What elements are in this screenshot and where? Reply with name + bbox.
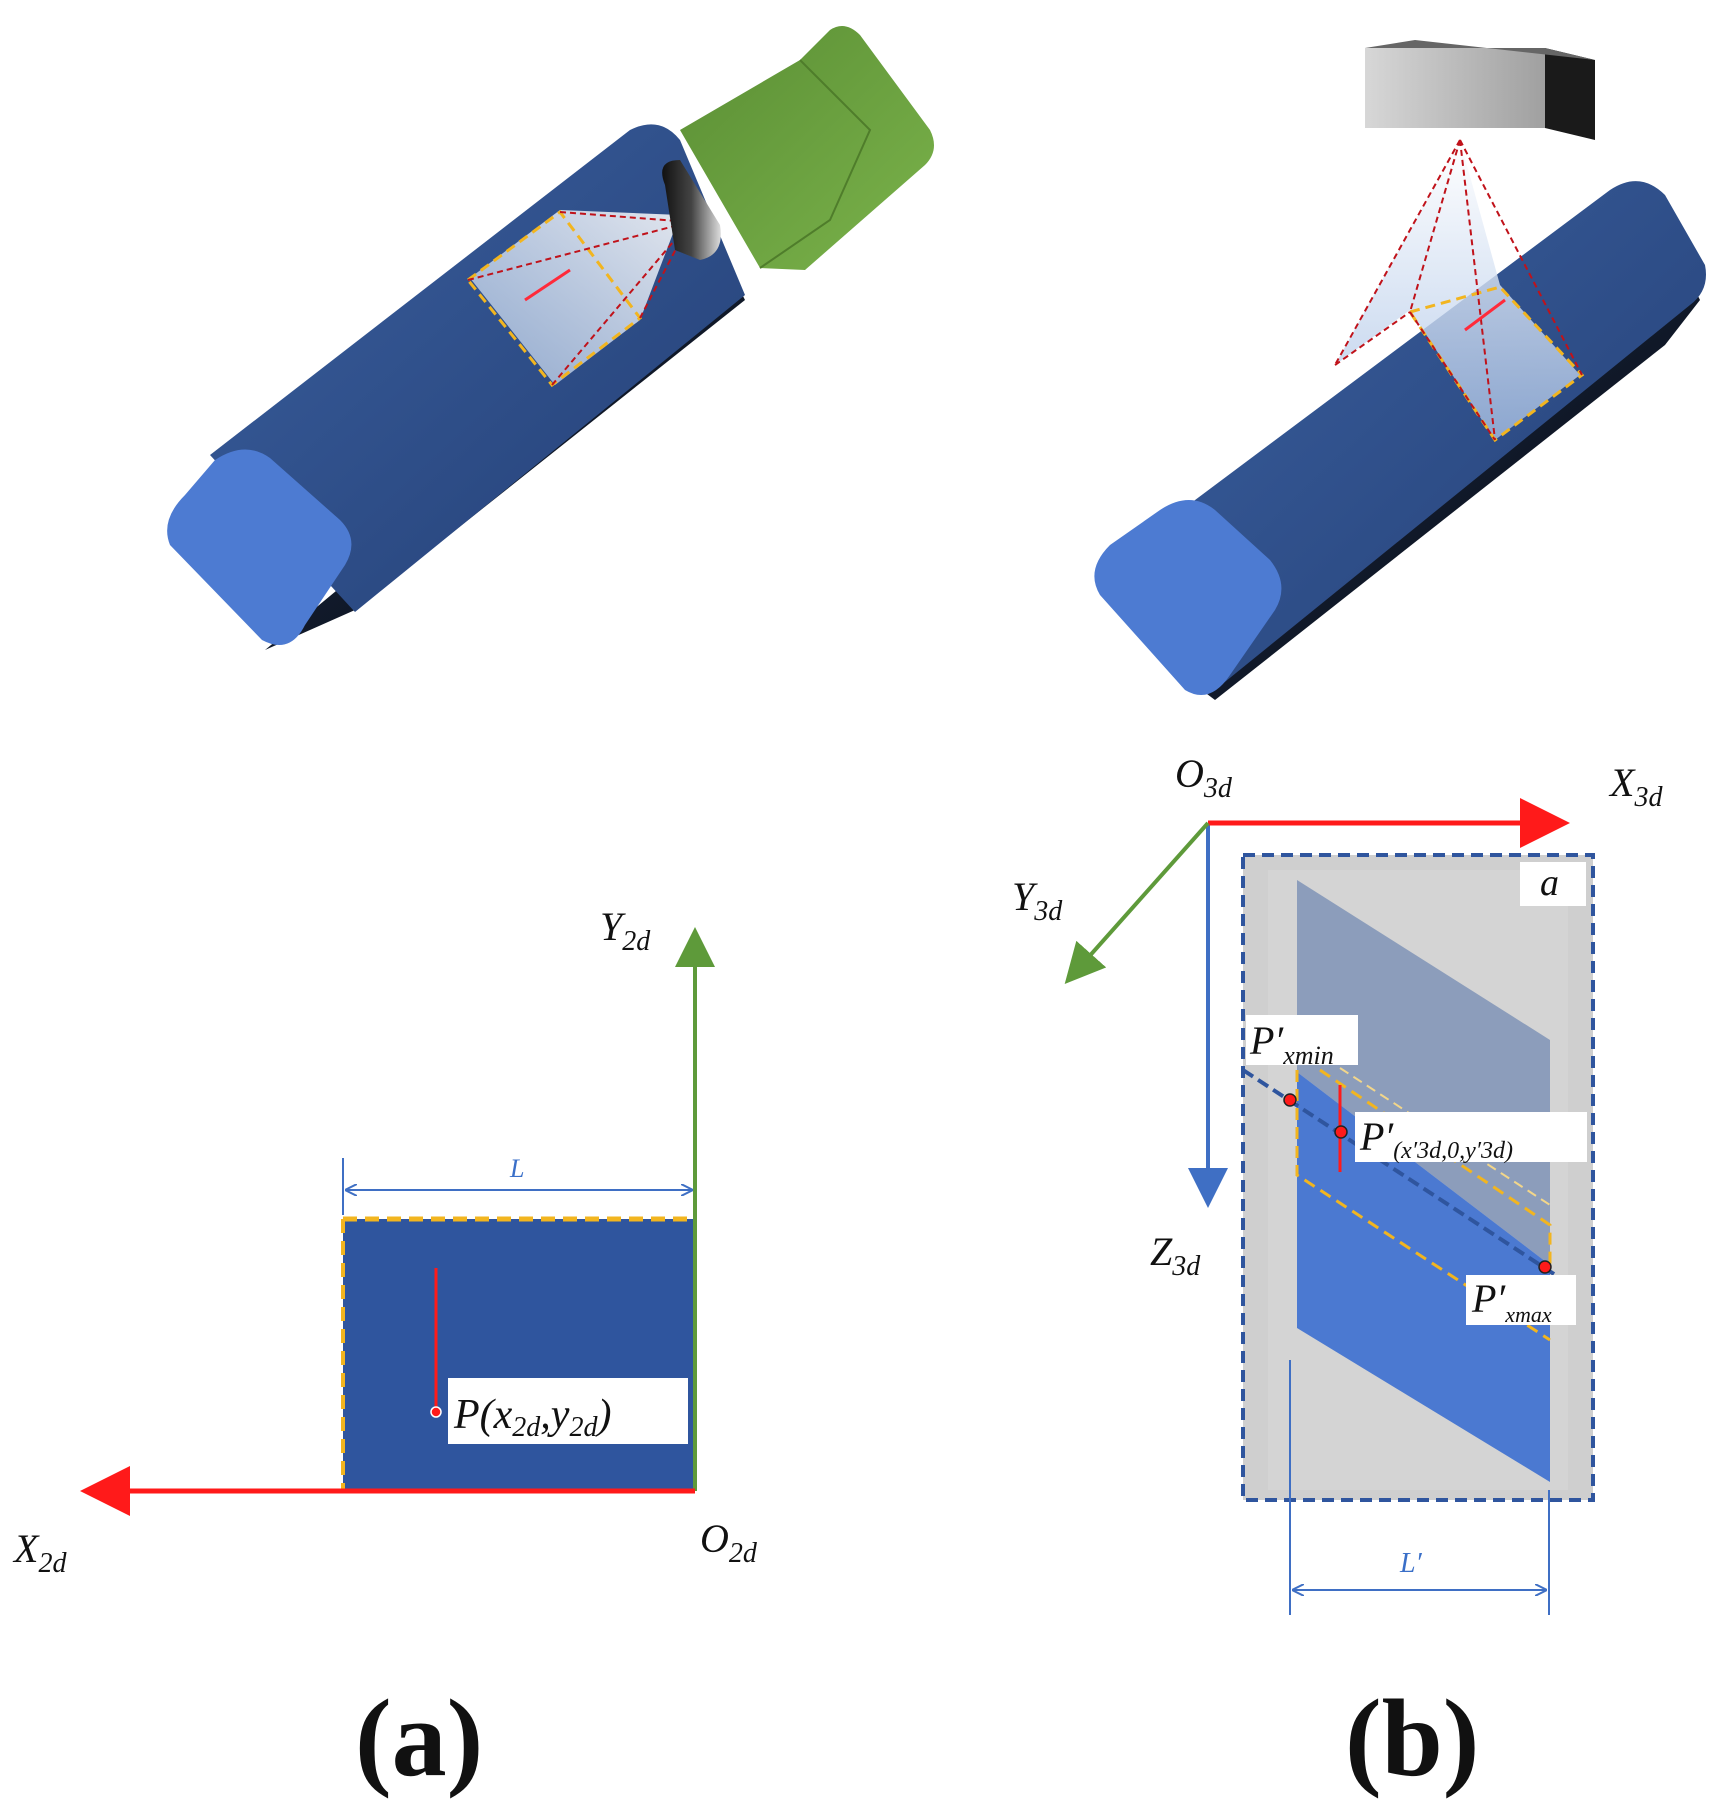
z3d-axis-label: Z3d (1150, 1229, 1201, 1282)
bar-surface-upper (1297, 880, 1550, 1265)
point-pxmax (1538, 1260, 1552, 1274)
plane-a-label: a (1540, 862, 1559, 904)
sensor-beam (1335, 140, 1580, 440)
point-pxmin (1283, 1093, 1297, 1107)
o3d-origin-label: O3d (1175, 751, 1233, 804)
y3d-axis (1064, 821, 1210, 984)
y3d-axis-label: Y3d (1012, 874, 1063, 927)
camera-beam (470, 210, 680, 385)
point-p-3d (1334, 1125, 1348, 1139)
caption-b: (b) (1345, 1677, 1479, 1799)
bar-cross-section-2d (343, 1219, 695, 1491)
point-label-box-2d (448, 1378, 688, 1444)
panel-b-diagram: P′xmin P′(x′3d,0,y′3d) P′xmax a L′ O3d X… (1012, 751, 1663, 1615)
bar-top-face-3d (1175, 181, 1706, 690)
bar-end-face (167, 449, 352, 645)
point-label-2d: P(x2d,y2d) (453, 1392, 611, 1443)
laser-sensor (1365, 48, 1545, 128)
y2d-axis-label: Y2d (600, 904, 651, 957)
caption-a: (a) (355, 1677, 483, 1799)
camera-body (680, 26, 934, 270)
plane-a-label-box (1520, 862, 1586, 906)
bar-3d-illustration (1094, 40, 1706, 700)
pxmin-label-box (1246, 1015, 1358, 1065)
bar-2d-illustration (167, 26, 934, 650)
panel-a-diagram: L P(x2d,y2d) Y2d X2d O2d (12, 904, 758, 1579)
pxmax-label: P′xmax (1471, 1276, 1552, 1327)
bar-end-face-3d (1094, 500, 1282, 695)
p3d-label-box (1355, 1112, 1587, 1162)
pxmin-label: P′xmin (1249, 1018, 1334, 1070)
pxmax-label-box (1466, 1275, 1576, 1325)
scan-profile-line (1241, 1068, 1565, 1282)
x2d-axis-label: X2d (12, 1526, 67, 1579)
point-p-2d (430, 1406, 442, 1418)
p3d-label: P′(x′3d,0,y′3d) (1359, 1114, 1513, 1164)
length-label-3d: L′ (1399, 1548, 1423, 1579)
bar-surface-lower (1297, 1072, 1550, 1482)
x3d-axis-label: X3d (1608, 760, 1663, 813)
camera-lens (662, 160, 721, 260)
length-label-2d: L (509, 1154, 524, 1183)
profile-dash-box (1295, 1068, 1552, 1342)
o2d-origin-label: O2d (700, 1516, 758, 1569)
